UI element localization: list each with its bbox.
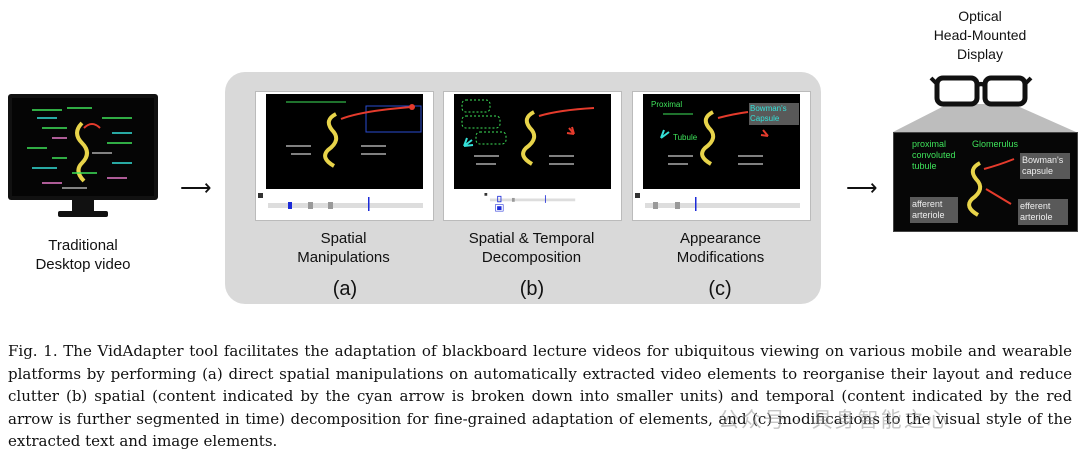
hmd-title: Optical Head-Mounted Display xyxy=(920,7,1040,64)
hmd-title-line3: Display xyxy=(920,45,1040,64)
hmd-view: proximal convoluted tubule Glomerulus Bo… xyxy=(893,132,1078,232)
panel-a-letter: (a) xyxy=(305,278,385,301)
timeline[interactable] xyxy=(446,193,617,215)
desktop-label-line2: Desktop video xyxy=(28,255,138,274)
panel-c-label: Appearance Modifications xyxy=(632,229,809,267)
hmd-title-line2: Head-Mounted xyxy=(920,26,1040,45)
desktop-monitor xyxy=(8,94,158,200)
thumb-spatial-temporal-decomposition xyxy=(443,91,622,221)
thumb-appearance-modifications: Proximal Tubule Bowman's Capsule xyxy=(632,91,811,221)
panel-a-label-line1: Spatial xyxy=(255,229,432,248)
desktop-label-line1: Traditional xyxy=(28,236,138,255)
video-frame: Proximal Tubule Bowman's Capsule xyxy=(643,94,800,189)
panel-b-label-line1: Spatial & Temporal xyxy=(443,229,620,248)
adaptation-panel: Proximal Tubule Bowman's Capsule Spatial… xyxy=(225,72,821,304)
panel-c-letter: (c) xyxy=(680,278,760,301)
watermark: 公众号 · 具身智能之心 xyxy=(718,404,1048,434)
hmd-title-line1: Optical xyxy=(920,7,1040,26)
monitor-base xyxy=(58,211,108,217)
panel-b-letter: (b) xyxy=(492,278,572,301)
panel-b-label-line2: Decomposition xyxy=(443,248,620,267)
panel-b-label: Spatial & Temporal Decomposition xyxy=(443,229,620,267)
arrow-right-icon: ⟶ xyxy=(180,177,212,199)
thumb-spatial-manipulations xyxy=(255,91,434,221)
desktop-label: Traditional Desktop video xyxy=(28,236,138,274)
lecture-drawing xyxy=(12,98,154,196)
panel-a-label: Spatial Manipulations xyxy=(255,229,432,267)
glasses-icon xyxy=(893,72,1076,134)
video-frame xyxy=(454,94,611,189)
timeline[interactable] xyxy=(258,193,429,215)
desktop-video-frame xyxy=(12,98,154,196)
panel-c-label-line1: Appearance xyxy=(632,229,809,248)
panel-c-label-line2: Modifications xyxy=(632,248,809,267)
figure-caption: Fig. 1. The VidAdapter tool facilitates … xyxy=(8,340,1072,453)
arrow-right-icon: ⟶ xyxy=(846,177,878,199)
video-frame xyxy=(266,94,423,189)
timeline[interactable] xyxy=(635,193,806,215)
panel-a-label-line2: Manipulations xyxy=(255,248,432,267)
